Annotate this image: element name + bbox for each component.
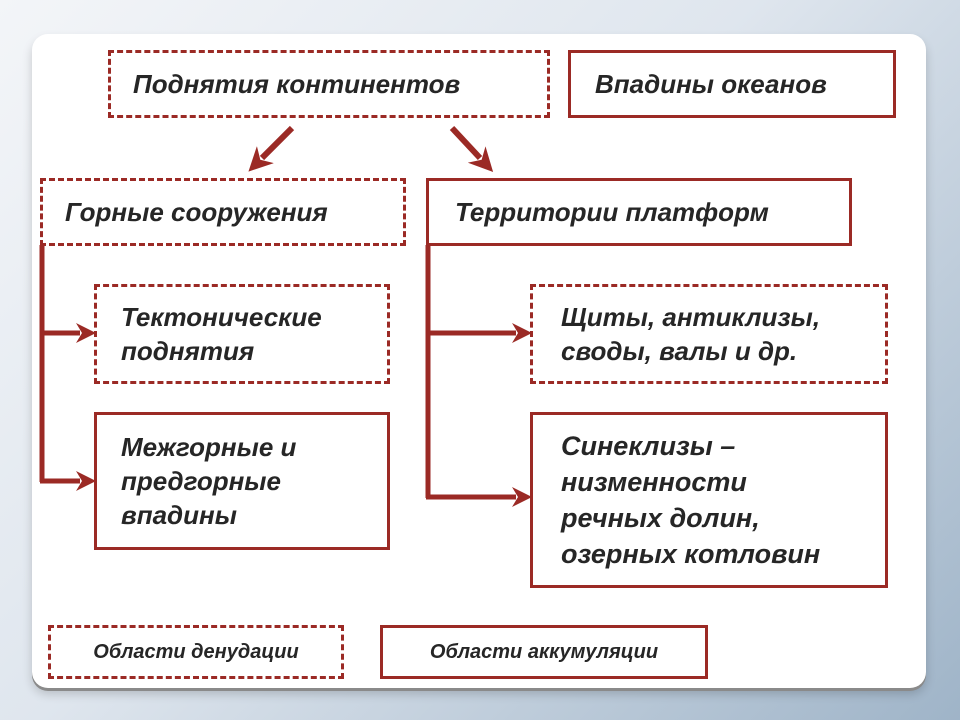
node-intermontane-label: Межгорные и предгорные впадины (121, 432, 297, 530)
node-syneclises-label: Синеклизы – низменности речных долин, оз… (561, 431, 821, 569)
node-shields: Щиты, антиклизы, своды, валы и др. (530, 284, 888, 384)
node-continents: Поднятия континентов (108, 50, 550, 118)
legend-accumulation-label: Области аккумуляции (429, 641, 659, 663)
legend-denudation: Области денудации (48, 625, 344, 679)
node-continents-label: Поднятия континентов (133, 69, 461, 99)
node-intermontane: Межгорные и предгорные впадины (94, 412, 390, 550)
node-mountains-label: Горные сооружения (65, 197, 328, 227)
node-oceans: Впадины океанов (568, 50, 896, 118)
node-oceans-label: Впадины океанов (595, 69, 827, 99)
arrow-to-mountains (248, 125, 295, 172)
node-tectonic: Тектонические поднятия (94, 284, 390, 384)
legend-accumulation: Области аккумуляции (380, 625, 708, 679)
node-syneclises: Синеклизы – низменности речных долин, оз… (530, 412, 888, 588)
node-platforms-label: Территории платформ (455, 197, 769, 227)
legend-denudation-label: Области денудации (93, 641, 299, 663)
node-shields-label: Щиты, антиклизы, своды, валы и др. (561, 302, 821, 366)
arrow-to-platforms (449, 125, 494, 173)
node-tectonic-label: Тектонические поднятия (121, 302, 322, 366)
node-mountains: Горные сооружения (40, 178, 406, 246)
node-platforms: Территории платформ (426, 178, 852, 246)
